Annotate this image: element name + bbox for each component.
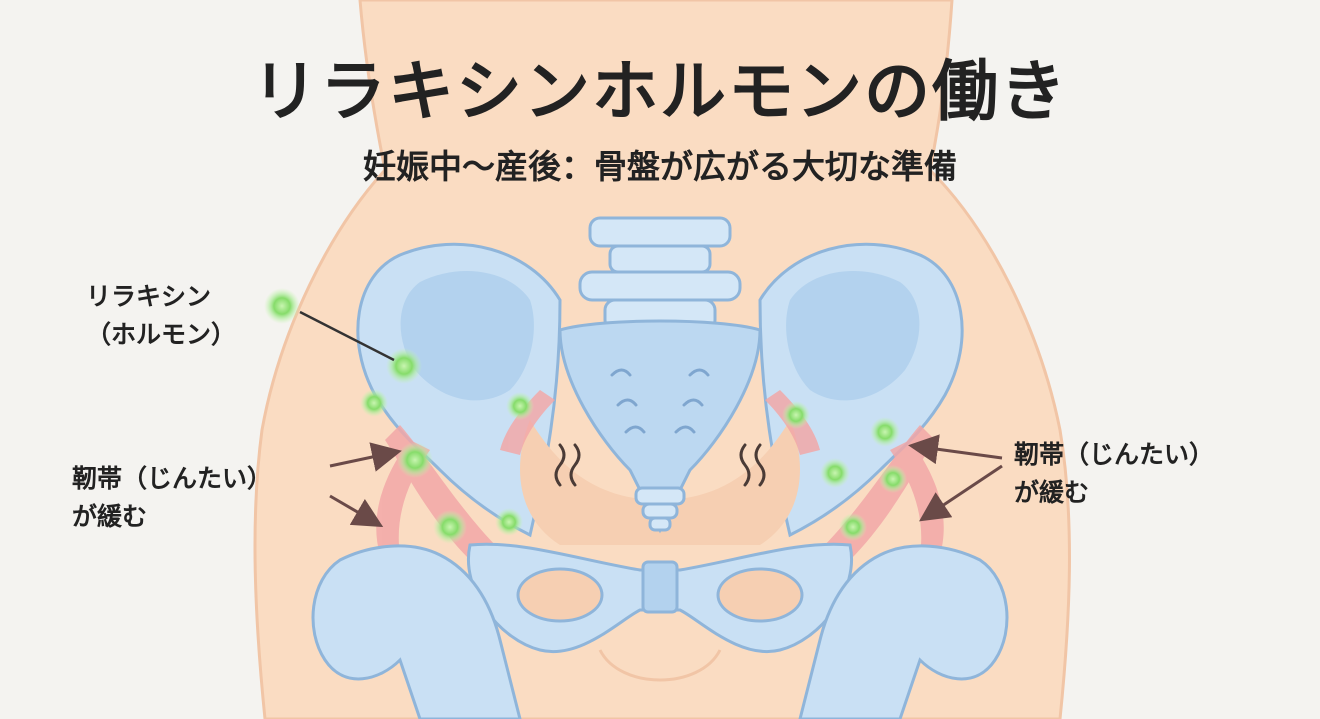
relaxin-particle bbox=[386, 348, 422, 384]
ligament-label-right-line2: が緩む bbox=[1014, 478, 1090, 507]
relaxin-particle bbox=[433, 510, 467, 544]
relaxin-particles bbox=[264, 288, 907, 544]
ligament-label-left: 靭帯（じんたい） が緩む bbox=[72, 460, 272, 536]
pubic-symphysis bbox=[641, 560, 679, 614]
relaxin-particle bbox=[839, 513, 867, 541]
ligament-label-left-line2: が緩む bbox=[72, 502, 148, 531]
page-title: リラキシンホルモンの働き bbox=[252, 53, 1068, 130]
sacrum bbox=[558, 319, 762, 534]
ligament-label-left-line1: 靭帯（じんたい） bbox=[72, 464, 273, 493]
left-arrow-lower bbox=[329, 494, 384, 528]
right-arrow-lower bbox=[919, 464, 1003, 522]
right-ilium-fossa bbox=[786, 270, 920, 401]
relaxin-particle bbox=[820, 458, 850, 488]
relaxin-particle bbox=[360, 389, 388, 417]
ligament-label-right-line1: 靭帯（じんたい） bbox=[1014, 440, 1215, 469]
coccyx bbox=[634, 486, 686, 532]
hormone-leader-line bbox=[299, 310, 395, 362]
inner-ligament-strokes bbox=[554, 443, 766, 487]
left-arrow-upper bbox=[329, 442, 402, 472]
left-femur bbox=[311, 544, 522, 719]
relaxin-particle bbox=[870, 417, 900, 447]
ligament-label-right: 靭帯（じんたい） が緩む bbox=[1014, 436, 1214, 512]
left-ilium-fossa bbox=[400, 270, 534, 401]
right-femur bbox=[798, 544, 1009, 719]
sacral-foramina bbox=[610, 368, 710, 434]
page-subtitle: 妊娠中〜産後：骨盤が広がる大切な準備 bbox=[363, 147, 957, 186]
lumbar-vertebrae bbox=[578, 216, 742, 332]
hormone-label: リラキシン （ホルモン） bbox=[86, 278, 236, 354]
pelvic-inlet bbox=[520, 420, 800, 545]
hormone-label-line2: （ホルモン） bbox=[86, 320, 237, 349]
right-obturator bbox=[716, 567, 804, 623]
relaxin-particle bbox=[495, 508, 523, 536]
relaxin-particle bbox=[782, 401, 810, 429]
relaxin-particle bbox=[506, 392, 534, 420]
relaxin-particle bbox=[879, 465, 907, 493]
leg-divider bbox=[598, 649, 722, 682]
relaxin-particle bbox=[397, 442, 433, 478]
relaxin-particle bbox=[264, 288, 300, 324]
right-arrow-upper bbox=[908, 434, 1003, 465]
hormone-label-line1: リラキシン bbox=[86, 282, 212, 311]
left-obturator bbox=[516, 567, 604, 623]
